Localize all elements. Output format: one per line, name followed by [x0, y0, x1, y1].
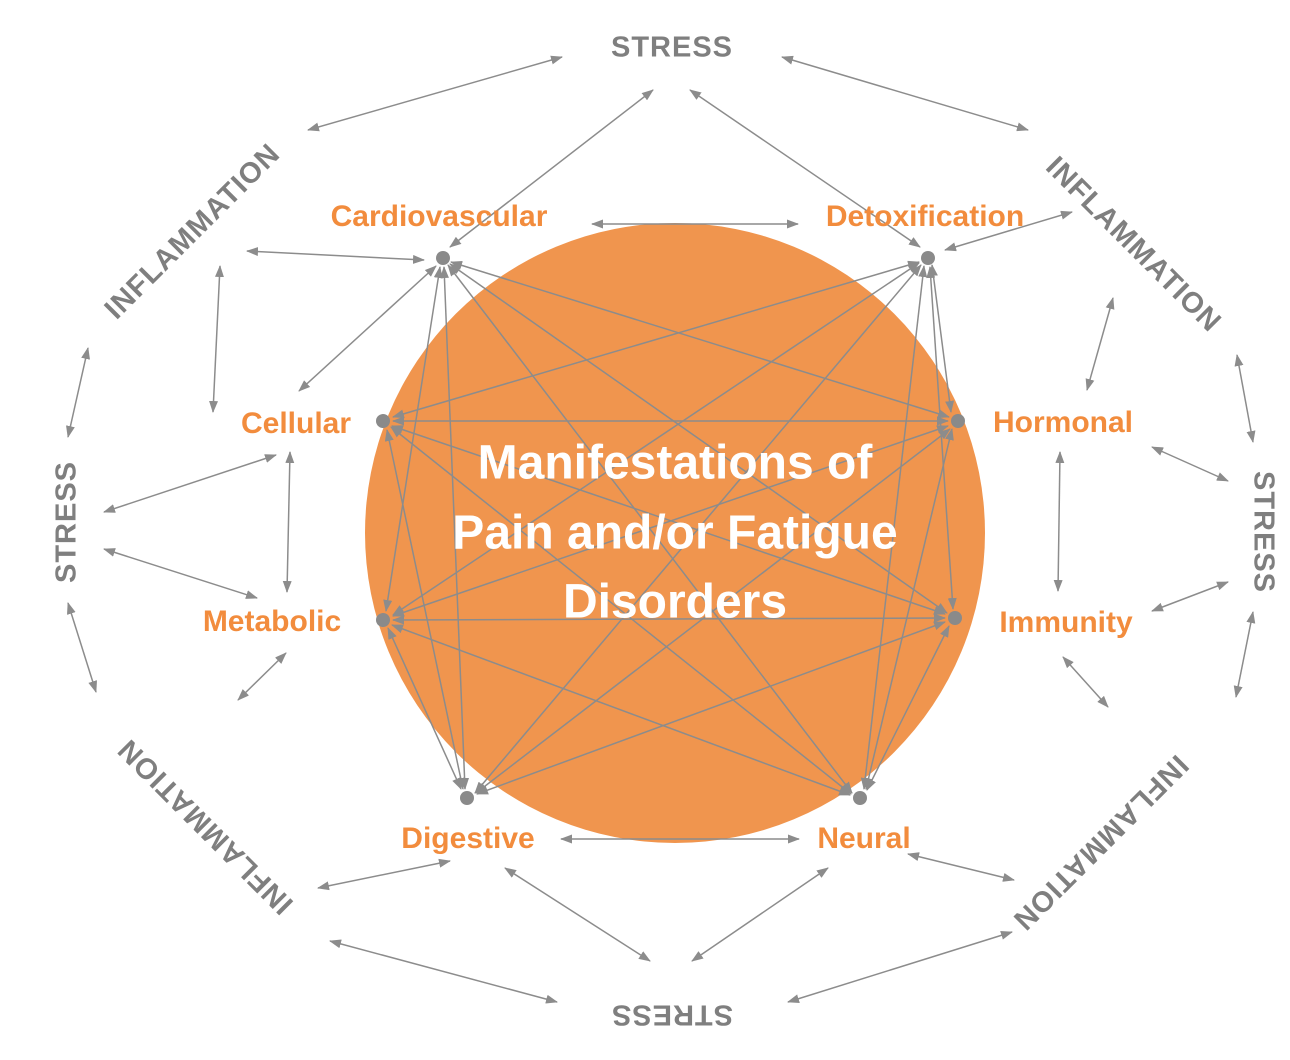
node-dot-immunity	[948, 611, 962, 625]
center-title-line3: Disorders	[562, 575, 788, 629]
node-label-digestive: Digestive	[401, 822, 535, 855]
edge-inflammation-top-left--cardiovascular	[246, 247, 425, 264]
outer-label-stress-top: STRESS	[610, 31, 734, 64]
edge-digestive--stress-bottom	[504, 867, 651, 962]
node-label-detoxification: Detoxification	[825, 200, 1025, 233]
edge-detoxification--stress-top	[689, 89, 921, 248]
edge-stress-left--cellular	[103, 454, 277, 513]
node-dot-hormonal	[951, 414, 965, 428]
edge-group	[66, 55, 1256, 1004]
node-dot-detoxification	[921, 251, 935, 265]
node-dot-cellular	[376, 414, 390, 428]
edge-inflammation-top-left--cellular	[209, 265, 224, 413]
node-label-cardiovascular: Cardiovascular	[330, 200, 548, 233]
node-dot-neural	[853, 791, 867, 805]
edge-inflammation-top-right--stress-right	[1234, 354, 1256, 443]
node-dot-group	[376, 251, 965, 805]
edge-inflammation-bottom-right--immunity	[1062, 656, 1109, 708]
outer-label-stress-left: STRESS	[50, 460, 83, 584]
edge-inflammation-bottom-left--digestive	[317, 858, 451, 891]
node-dot-cardiovascular	[436, 251, 450, 265]
center-title-line1: Manifestations of	[477, 436, 873, 490]
outer-label-stress-right: STRESS	[1247, 470, 1280, 594]
edge-stress-right--inflammation-bottom-right	[1233, 611, 1256, 698]
edge-detoxification--inflammation-top-right	[944, 210, 1073, 252]
edge-stress-right--hormonal	[1151, 446, 1229, 482]
edge-inflammation-bottom-right--neural	[907, 852, 1015, 882]
node-dot-digestive	[460, 791, 474, 805]
center-title: Manifestations of Pain and/or Fatigue Di…	[452, 429, 897, 638]
edge-inflammation-bottom-left--stress-bottom	[329, 939, 558, 1004]
edge-immunity--neural	[866, 625, 950, 791]
edge-inflammation-top-left--stress-left	[66, 347, 90, 438]
outer-label-stress-bottom: STRESS	[610, 998, 734, 1031]
node-label-cellular: Cellular	[240, 407, 352, 440]
node-label-metabolic: Metabolic	[202, 605, 342, 638]
node-label-neural: Neural	[817, 822, 911, 855]
center-title-line2: Pain and/or Fatigue	[452, 506, 898, 560]
edge-cellular--metabolic	[282, 451, 295, 593]
edge-neural--stress-bottom	[691, 867, 829, 962]
edge-inflammation-top-right--hormonal	[1085, 297, 1115, 391]
node-label-immunity: Immunity	[999, 606, 1133, 639]
edge-stress-left--metabolic	[103, 548, 258, 599]
edge-stress-right--immunity	[1151, 581, 1229, 612]
edge-inflammation-bottom-right--stress-bottom	[787, 930, 1013, 1004]
edge-stress-top--inflammation-top-right	[781, 55, 1029, 132]
edge-inflammation-bottom-left--metabolic	[237, 652, 287, 701]
edge-metabolic--immunity	[392, 613, 946, 625]
node-dot-metabolic	[376, 613, 390, 627]
edge-cardiovascular--stress-top	[449, 89, 654, 248]
edge-stress-top--inflammation-top-left	[307, 55, 563, 132]
edge-stress-left--inflammation-bottom-left	[67, 602, 97, 693]
node-label-hormonal: Hormonal	[992, 406, 1134, 439]
edge-hormonal--immunity	[1053, 451, 1065, 592]
